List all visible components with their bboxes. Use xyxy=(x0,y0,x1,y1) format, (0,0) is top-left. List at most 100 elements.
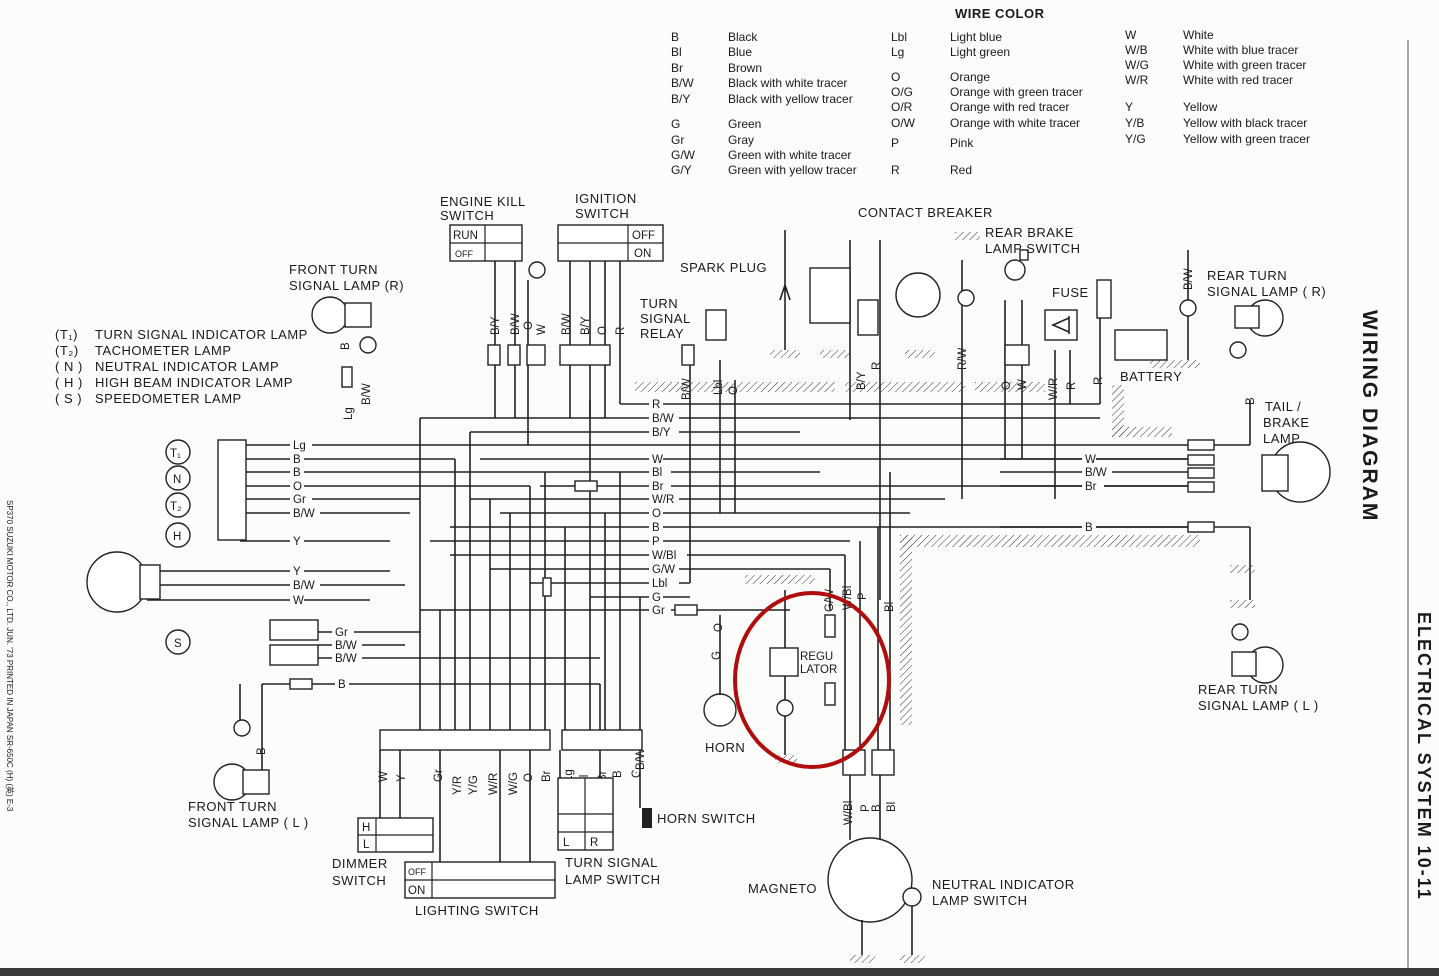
vertical-wire-label: R xyxy=(1066,382,1078,390)
wire-label: O xyxy=(293,481,302,493)
legend-name: Light green xyxy=(950,45,1010,59)
turn-signal-relay-label: TURN xyxy=(640,296,678,311)
wire-label-bg xyxy=(649,492,679,505)
legend-code: O/R xyxy=(891,100,913,114)
contact-breaker-label: CONTACT BREAKER xyxy=(858,205,993,220)
lighting-switch-label: LIGHTING SWITCH xyxy=(415,903,539,918)
turn-switch-r: R xyxy=(590,837,598,849)
spark-plug-label: SPARK PLUG xyxy=(680,260,767,275)
vertical-label-bg xyxy=(522,774,535,784)
vertical-label-bg xyxy=(842,793,855,827)
legend-name: Orange xyxy=(950,70,990,84)
wire-label: B xyxy=(293,454,301,466)
vertical-wire-label: Gr xyxy=(433,769,445,782)
ground-hatching xyxy=(635,232,1255,963)
ignition-on: ON xyxy=(634,248,651,260)
wire-label: W xyxy=(293,595,304,607)
dimmer-switch-label-2: SWITCH xyxy=(332,873,386,888)
legend-name: Orange with green tracer xyxy=(950,85,1083,99)
indicator-symbol: ( N ) xyxy=(55,359,83,374)
legend-name: Black with white tracer xyxy=(728,76,847,90)
vertical-wire-label: Br xyxy=(597,770,609,782)
vertical-label-bg xyxy=(535,327,548,337)
wire-label: Br xyxy=(652,481,664,493)
vertical-label-bg xyxy=(856,592,869,602)
horn-switch-icon xyxy=(642,808,652,828)
front-turn-r-label-2: SIGNAL LAMP (R) xyxy=(289,278,404,293)
legend-name: Orange with red tracer xyxy=(950,100,1069,114)
meter-n: N xyxy=(173,474,181,486)
vertical-label-bg xyxy=(342,404,355,422)
legend-code: B/W xyxy=(671,76,694,90)
legend-name: Red xyxy=(950,163,972,177)
wire-label: B xyxy=(293,467,301,479)
wire-label: Lbl xyxy=(652,578,667,590)
vertical-wire-label: B xyxy=(340,342,352,350)
regulator-label: REGU xyxy=(800,651,833,663)
neutral-switch-label: NEUTRAL INDICATOR xyxy=(932,877,1075,892)
vertical-label-bg xyxy=(859,804,872,814)
contact-breaker-icon xyxy=(895,272,941,318)
dimmer-switch: H L xyxy=(357,817,434,853)
vertical-label-bg xyxy=(1065,382,1078,392)
vertical-wire-label: B/W xyxy=(510,313,522,335)
component-labels: ENGINE KILL SWITCH IGNITION SWITCH CONTA… xyxy=(55,191,1326,918)
legend-name: White with green tracer xyxy=(1183,58,1306,72)
legend-name: Black xyxy=(728,30,758,44)
wire-label-bg xyxy=(649,465,671,478)
vertical-wire-label: Bl xyxy=(886,802,898,812)
rear-turn-r-label: REAR TURN xyxy=(1207,268,1287,283)
wire-label: W/R xyxy=(652,494,674,506)
dimmer-switch-label: DIMMER xyxy=(332,856,388,871)
legend-name: Black with yellow tracer xyxy=(728,92,853,106)
wire-label-bg xyxy=(649,520,663,533)
vertical-label-bg xyxy=(630,770,643,780)
vertical-label-bg xyxy=(395,774,408,784)
vertical-label-bg xyxy=(487,771,500,797)
turn-signal-lamp-switch-label: TURN SIGNAL xyxy=(565,855,658,870)
wire-label: B/W xyxy=(293,580,315,592)
wire-label-bg xyxy=(649,548,687,561)
tail-brake-label: TAIL / xyxy=(1265,399,1301,414)
legend-name: Green xyxy=(728,117,761,131)
wire-label-bg xyxy=(1082,520,1096,533)
rear-turn-l-label-2: SIGNAL LAMP ( L ) xyxy=(1198,698,1319,713)
vertical-wire-label: W xyxy=(536,324,548,335)
vertical-wire-label: B xyxy=(871,804,883,812)
legend-name: Yellow with green tracer xyxy=(1183,132,1310,146)
engine-kill-run: RUN xyxy=(453,230,478,242)
legend-code: O/G xyxy=(891,85,913,99)
engine-kill-off: OFF xyxy=(455,249,473,259)
wire-label: Y xyxy=(293,566,301,578)
wire-label: O xyxy=(652,508,661,520)
vertical-label-bg xyxy=(579,311,592,337)
vertical-wire-label: Lg xyxy=(343,407,355,420)
vertical-wire-label: Y/R xyxy=(452,776,464,795)
legend-code: O/W xyxy=(891,116,916,130)
vertical-wire-label: B/Y xyxy=(580,316,592,335)
engine-kill-switch-label: ENGINE KILL xyxy=(440,194,526,209)
wire-label-bg xyxy=(290,506,320,519)
vertical-wire-label: B/Y xyxy=(490,316,502,335)
rear-turn-l-label: REAR TURN xyxy=(1198,682,1278,697)
tail-brake-label-3: LAMP xyxy=(1263,431,1300,446)
vertical-wire-label: B/W xyxy=(635,748,647,770)
wire-label-bg xyxy=(649,562,679,575)
vertical-wire-label: W/R xyxy=(1048,378,1060,400)
indicator-lamp-icon xyxy=(359,336,377,354)
vertical-label-bg xyxy=(1092,377,1105,387)
vertical-wire-label: B/W xyxy=(361,383,373,405)
turn-signal-lamp-switch: L R xyxy=(557,777,614,851)
horn-switch-label: HORN SWITCH xyxy=(657,811,756,826)
vertical-label-bg xyxy=(712,624,725,634)
wire-label-bg xyxy=(290,564,304,577)
vertical-wire-label: B/W xyxy=(561,313,573,335)
wire-label-bg xyxy=(649,397,663,410)
brake-switch-icon xyxy=(1004,259,1026,281)
wire-label: Bl xyxy=(652,467,662,479)
wire-label: Gr xyxy=(293,494,306,506)
wire-label: Gr xyxy=(652,605,665,617)
wire-label-bg xyxy=(649,603,671,616)
vertical-wire-label: O xyxy=(523,773,535,782)
